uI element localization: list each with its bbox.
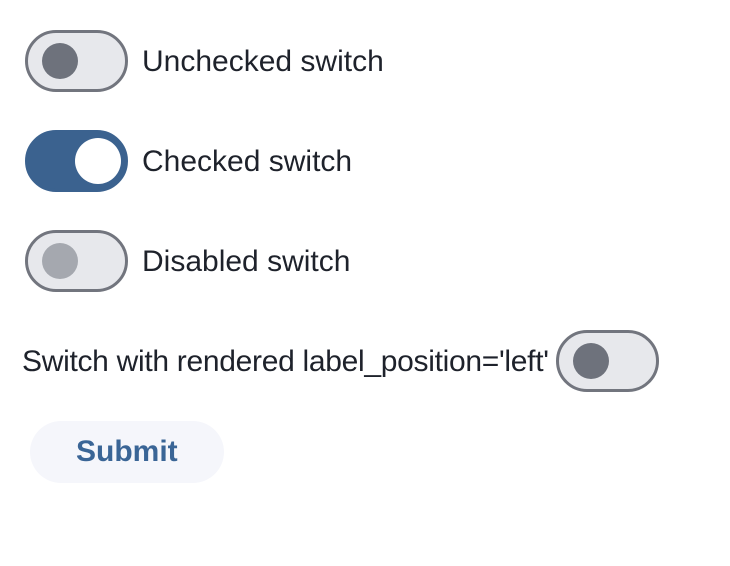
label-left-switch-toggle[interactable] [555, 330, 659, 392]
disabled-switch-label: Disabled switch [142, 244, 351, 278]
switch-field-disabled: Disabled switch [25, 230, 730, 292]
unchecked-switch-label: Unchecked switch [142, 44, 384, 78]
switch-knob [572, 343, 609, 379]
switch-knob [42, 243, 78, 279]
label-left-switch-label: Switch with rendered label_position='lef… [22, 344, 549, 378]
disabled-switch-toggle [25, 230, 128, 292]
checked-switch-toggle[interactable] [25, 130, 128, 192]
switch-field-checked: Checked switch [25, 130, 730, 192]
switch-field-label-left: Switch with rendered label_position='lef… [22, 330, 730, 392]
switch-field-unchecked: Unchecked switch [25, 30, 730, 92]
unchecked-switch-toggle[interactable] [25, 30, 128, 92]
checked-switch-label: Checked switch [142, 144, 353, 178]
submit-button[interactable]: Submit [30, 421, 224, 483]
switch-demo-page: Unchecked switch Checked switch Disabled… [22, 30, 730, 483]
switch-knob [42, 43, 78, 79]
switch-knob [75, 138, 121, 184]
